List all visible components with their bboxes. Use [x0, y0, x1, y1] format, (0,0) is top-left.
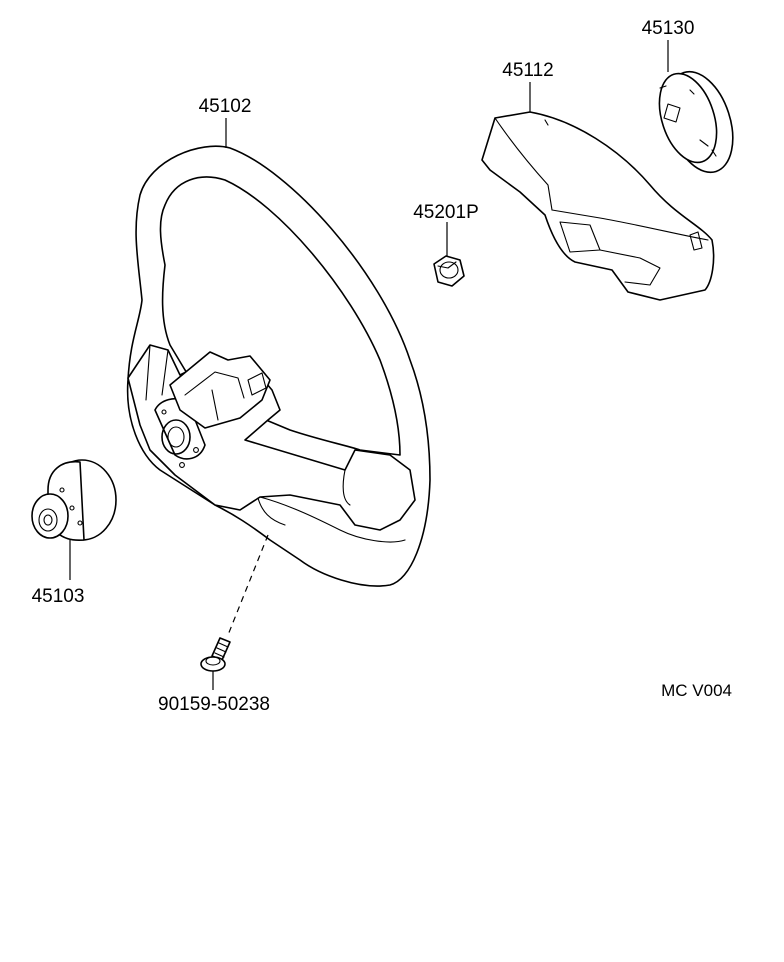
figure-code: MC V004 — [661, 681, 732, 700]
label-45102: 45102 — [199, 96, 252, 117]
label-45201p: 45201P — [413, 202, 479, 223]
steering-wheel-drawing — [126, 145, 431, 587]
label-90159-50238: 90159-50238 — [158, 694, 270, 715]
label-45130: 45130 — [642, 18, 695, 39]
pad-cover-drawing — [481, 111, 715, 301]
label-45103: 45103 — [32, 586, 85, 607]
label-45112: 45112 — [502, 60, 553, 81]
leader-lines — [69, 40, 669, 690]
hub-drawing — [31, 459, 117, 541]
screw-drawing — [200, 534, 269, 672]
horn-button-drawing — [658, 70, 734, 174]
nut-drawing — [433, 255, 465, 287]
